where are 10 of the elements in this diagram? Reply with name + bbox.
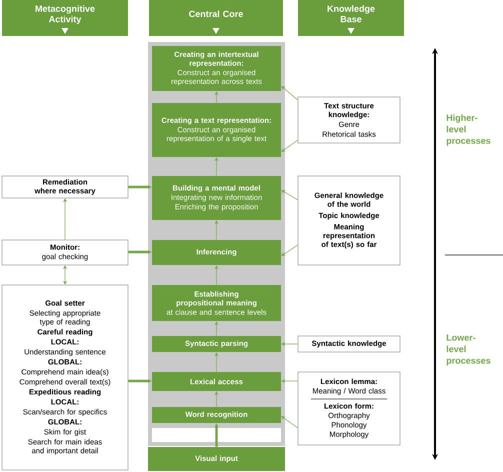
arrow	[281, 416, 298, 428]
column-header: Metacognitive Activity	[2, 0, 128, 36]
arrow	[281, 244, 298, 256]
level-label: Lower-level processes	[446, 334, 490, 366]
arrow	[281, 86, 298, 100]
arrow	[281, 190, 298, 200]
arrow	[281, 140, 298, 152]
level-label: Higher-level processes	[446, 114, 490, 146]
column-header: Central Core	[149, 0, 283, 36]
column-header: Knowledge Base	[298, 0, 404, 36]
